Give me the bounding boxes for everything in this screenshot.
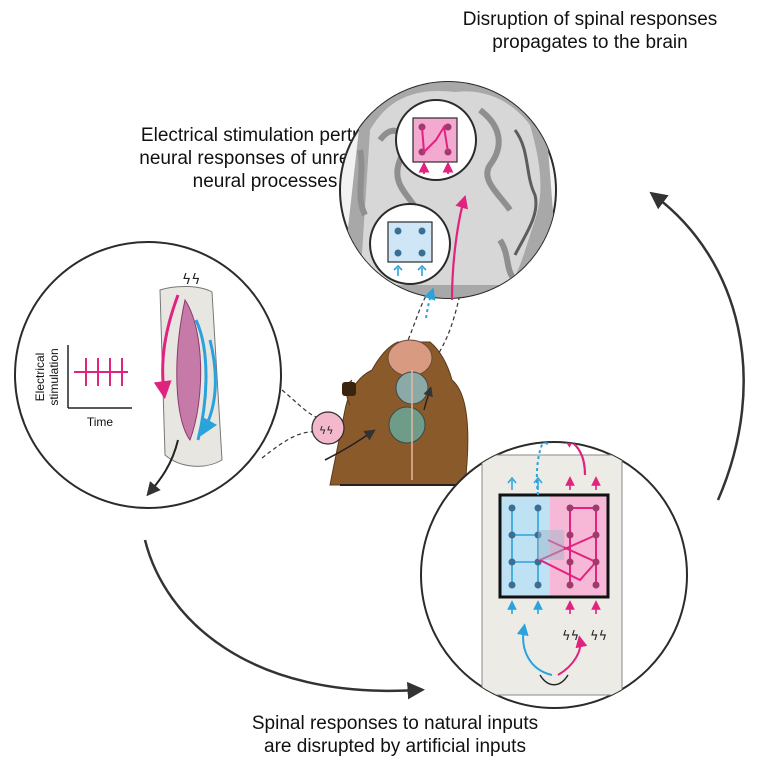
connector-arm — [281, 389, 319, 419]
caption-line: Disruption of spinal responses — [462, 9, 718, 30]
connector-brain — [401, 295, 427, 353]
caption-line: propagates to the brain — [492, 32, 688, 53]
caption-spinal-disrupted: Spinal responses to natural inputs are d… — [215, 712, 575, 758]
caption-line: neural responses of unrelated — [139, 148, 391, 169]
stim-ylabel-line2: stimulation — [47, 348, 61, 405]
lightning-icon: ϟϟ — [562, 629, 579, 644]
connector-arm — [261, 431, 319, 459]
cycle-arrow-arm-to-spine — [143, 539, 425, 700]
monkey-figure: ϟϟ — [311, 339, 470, 486]
spine-panel: ϟϟ ϟϟ — [420, 441, 688, 709]
caption-stimulation-perturbs: Electrical stimulation perturbs neural r… — [105, 124, 425, 193]
brain-panel — [339, 81, 557, 319]
caption-line: Spinal responses to natural inputs — [251, 713, 539, 734]
stim-ylabel-line1: Electrical — [33, 353, 47, 402]
cycle-arrow-spine-to-brain — [649, 191, 745, 501]
arm-panel: ϟϟ Electrical stimulation Time — [14, 241, 282, 509]
lightning-icon: ϟϟ — [319, 424, 334, 437]
stim-xlabel: Time — [87, 415, 114, 429]
caption-line: Electrical stimulation perturbs — [140, 125, 390, 146]
lightning-icon: ϟϟ — [590, 629, 607, 644]
caption-line: neural processes — [192, 171, 338, 192]
lightning-icon: ϟϟ — [182, 272, 200, 288]
caption-brain-propagation: Disruption of spinal responses propagate… — [420, 8, 760, 54]
caption-line: are disrupted by artificial inputs — [264, 736, 526, 757]
